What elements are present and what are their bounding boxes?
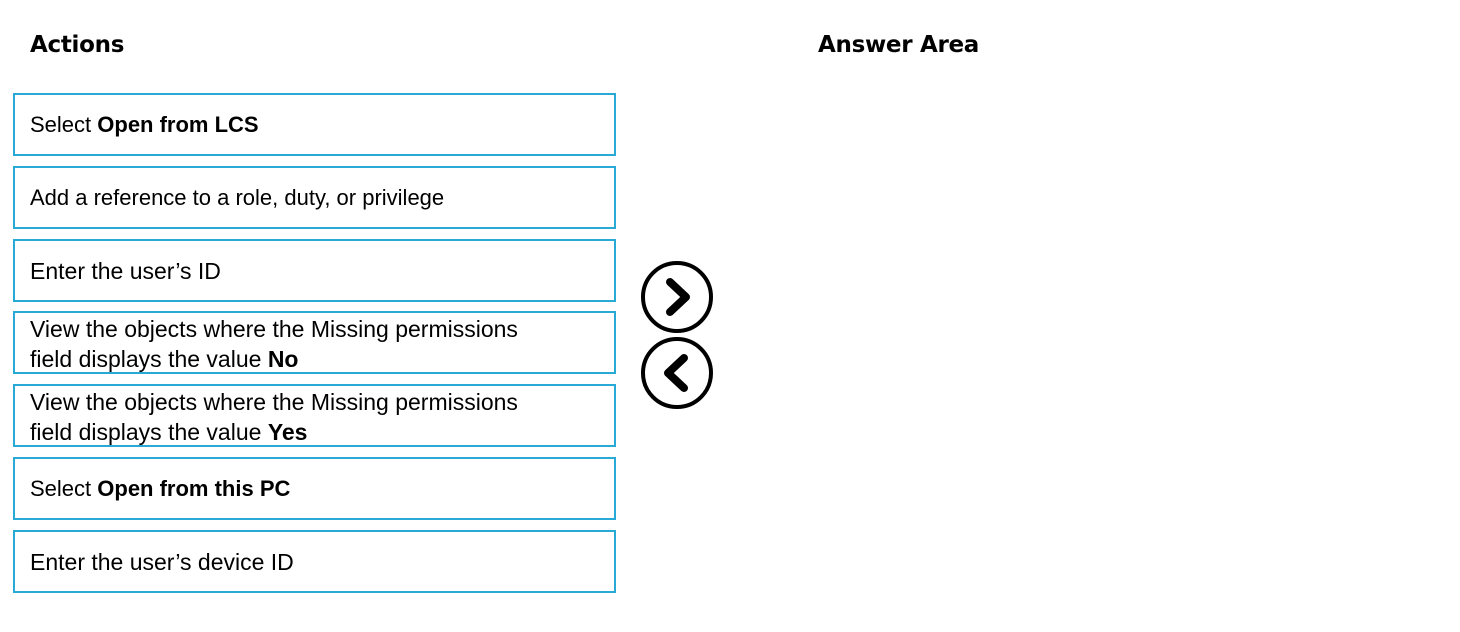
action-item-open-from-lcs[interactable]: Select Open from LCS xyxy=(13,93,616,156)
action-item-label: View the objects where the Missing permi… xyxy=(30,316,518,372)
action-item-label: Enter the user’s ID xyxy=(30,257,221,284)
action-item-label: View the objects where the Missing permi… xyxy=(30,389,518,445)
action-item-label: Select Open from this PC xyxy=(30,475,291,501)
action-item-missing-permissions-no[interactable]: View the objects where the Missing permi… xyxy=(13,311,616,374)
action-item-label: Add a reference to a role, duty, or priv… xyxy=(30,184,445,210)
answer-area-heading: Answer Area xyxy=(818,32,980,58)
action-item-enter-user-id[interactable]: Enter the user’s ID xyxy=(13,239,616,302)
action-item-label: Enter the user’s device ID xyxy=(30,548,294,575)
move-right-button[interactable] xyxy=(640,260,714,334)
chevron-right-circle-icon xyxy=(641,261,713,333)
actions-heading: Actions xyxy=(30,32,125,58)
move-left-button[interactable] xyxy=(640,336,714,410)
action-item-add-reference[interactable]: Add a reference to a role, duty, or priv… xyxy=(13,166,616,229)
chevron-left-circle-icon xyxy=(641,337,713,409)
action-item-open-from-this-pc[interactable]: Select Open from this PC xyxy=(13,457,616,520)
action-item-missing-permissions-yes[interactable]: View the objects where the Missing permi… xyxy=(13,384,616,447)
action-item-enter-device-id[interactable]: Enter the user’s device ID xyxy=(13,530,616,593)
answer-area-dropzone[interactable] xyxy=(815,80,1435,600)
action-item-label: Select Open from LCS xyxy=(30,111,259,137)
